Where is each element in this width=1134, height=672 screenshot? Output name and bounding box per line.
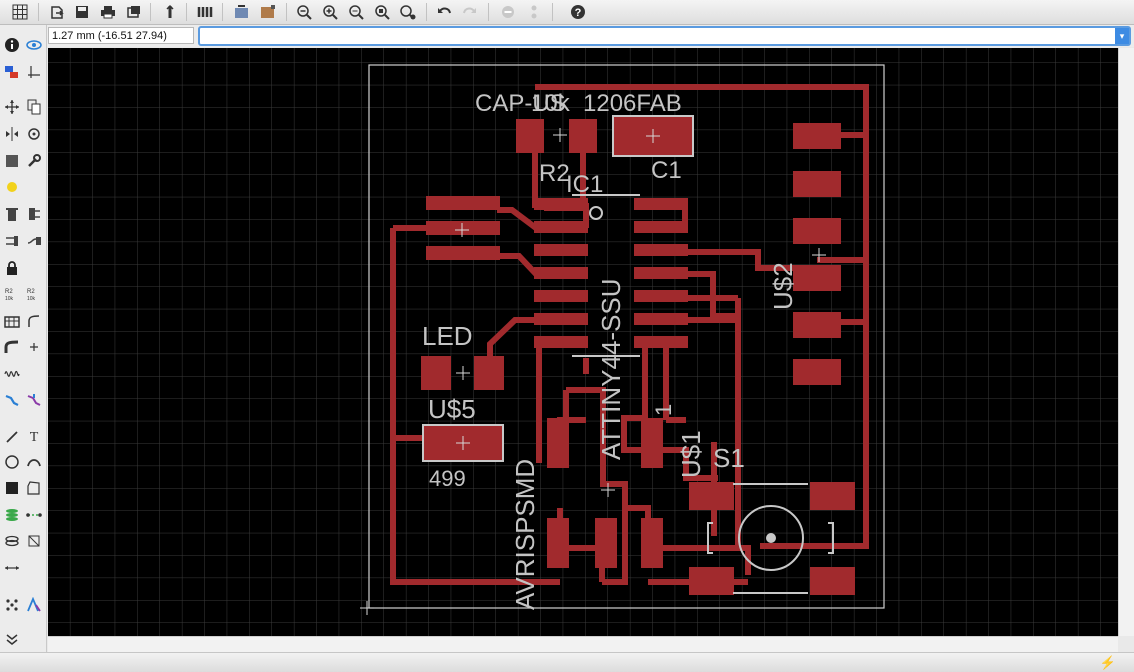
- group-icon[interactable]: [2, 151, 22, 171]
- print-icon[interactable]: [98, 2, 118, 22]
- horizontal-scrollbar[interactable]: [48, 636, 1118, 653]
- coordinate-display: 1.27 mm (-16.51 27.94): [48, 27, 194, 44]
- command-history-dropdown[interactable]: ▾: [1115, 28, 1129, 44]
- svg-text:R2: R2: [5, 289, 13, 295]
- move-icon[interactable]: [2, 97, 22, 117]
- cam-processor-icon[interactable]: [124, 2, 144, 22]
- label-c1: C1: [651, 157, 682, 184]
- schematic-icon[interactable]: [258, 2, 278, 22]
- mark-icon[interactable]: [24, 62, 44, 82]
- label-u1: U$1: [676, 430, 706, 478]
- zoom-fit-icon[interactable]: [346, 2, 366, 22]
- label-pin1: 1: [651, 404, 676, 416]
- ripup-icon[interactable]: [2, 364, 22, 384]
- replace-icon[interactable]: [2, 231, 22, 251]
- polygon-icon[interactable]: [24, 478, 44, 498]
- vertical-scrollbar[interactable]: [1118, 48, 1134, 636]
- label-499: 499: [429, 466, 466, 491]
- copy-icon[interactable]: [24, 97, 44, 117]
- dimension-icon[interactable]: [2, 426, 22, 446]
- command-line[interactable]: ▾: [198, 26, 1131, 46]
- label-led: LED: [422, 321, 473, 351]
- label-r2: R2: [539, 160, 570, 187]
- label-u2: U$2: [768, 262, 798, 310]
- go-icon[interactable]: [524, 2, 544, 22]
- change-icon[interactable]: [24, 151, 44, 171]
- drc-icon[interactable]: [2, 595, 22, 615]
- label-ic1-value: ATTINY44-SSU: [596, 278, 626, 460]
- save-icon[interactable]: [72, 2, 92, 22]
- optimize-icon[interactable]: [2, 337, 22, 357]
- lightning-icon: ⚡: [1099, 655, 1116, 670]
- label-cap-value: 10k: [531, 90, 571, 117]
- origin-crosses: [360, 128, 826, 615]
- svg-text:10k: 10k: [5, 296, 14, 302]
- display-icon[interactable]: [2, 62, 22, 82]
- arc-icon[interactable]: [24, 452, 44, 472]
- signal-icon[interactable]: [24, 390, 44, 410]
- lock-icon[interactable]: [2, 258, 22, 278]
- label-res-value: 1206FAB: [583, 90, 682, 117]
- zoom-redraw-icon[interactable]: [398, 2, 418, 22]
- hole-icon[interactable]: [2, 531, 22, 551]
- grid-icon[interactable]: [10, 2, 30, 22]
- miter-icon[interactable]: [2, 311, 22, 331]
- open-icon[interactable]: [48, 2, 68, 22]
- board-canvas[interactable]: CAP-US 10k 1206FAB R2 C1 IC1 ATTINY44-SS…: [48, 48, 1118, 636]
- add-icon[interactable]: [24, 204, 44, 224]
- text-icon[interactable]: T: [24, 426, 44, 446]
- main-toolbar: ?: [0, 0, 1134, 25]
- help-icon[interactable]: ?: [568, 2, 588, 22]
- command-row: 1.27 mm (-16.51 27.94) ▾: [0, 25, 1134, 47]
- svg-text:R2: R2: [27, 289, 35, 295]
- paste-icon[interactable]: [2, 177, 22, 197]
- run-script-icon[interactable]: [160, 2, 180, 22]
- redo-icon[interactable]: [460, 2, 480, 22]
- zoom-in-icon[interactable]: [320, 2, 340, 22]
- ratsnest-icon[interactable]: [24, 531, 44, 551]
- errors-icon[interactable]: [24, 595, 44, 615]
- more-icon[interactable]: [2, 629, 22, 649]
- label-s1: S1: [713, 443, 745, 473]
- zoom-out-icon[interactable]: [294, 2, 314, 22]
- undo-icon[interactable]: [434, 2, 454, 22]
- silkscreen: [422, 115, 834, 594]
- label-u5: U$5: [428, 394, 476, 424]
- svg-text:?: ?: [575, 7, 582, 19]
- mirror-icon[interactable]: [2, 124, 22, 144]
- label-cap-name: CAP-US: [475, 90, 566, 117]
- autorouter-icon[interactable]: [2, 558, 22, 578]
- via-icon[interactable]: [2, 505, 22, 525]
- delete-icon[interactable]: [2, 204, 22, 224]
- circle-icon[interactable]: [2, 452, 22, 472]
- smd-pads: [421, 116, 855, 595]
- stop-icon[interactable]: [498, 2, 518, 22]
- rect-icon[interactable]: [2, 478, 22, 498]
- svg-text:10k: 10k: [27, 296, 36, 302]
- route-icon[interactable]: [24, 337, 44, 357]
- wire-icon[interactable]: [2, 390, 22, 410]
- svg-text:T: T: [30, 430, 39, 444]
- command-input[interactable]: [203, 30, 1107, 46]
- show-icon[interactable]: [24, 35, 44, 55]
- zoom-select-icon[interactable]: [372, 2, 392, 22]
- smash-icon[interactable]: [24, 231, 44, 251]
- attribute-icon[interactable]: [24, 505, 44, 525]
- layers-icon[interactable]: [196, 2, 216, 22]
- info-icon[interactable]: [2, 35, 22, 55]
- status-bar: ⚡: [0, 652, 1134, 672]
- label-avrisp: AVRISPSMD: [510, 459, 540, 610]
- board-outline: [368, 64, 885, 609]
- label-ic1: IC1: [566, 171, 603, 198]
- split-icon[interactable]: [24, 311, 44, 331]
- board-icon[interactable]: [232, 2, 252, 22]
- rotate-icon[interactable]: [24, 124, 44, 144]
